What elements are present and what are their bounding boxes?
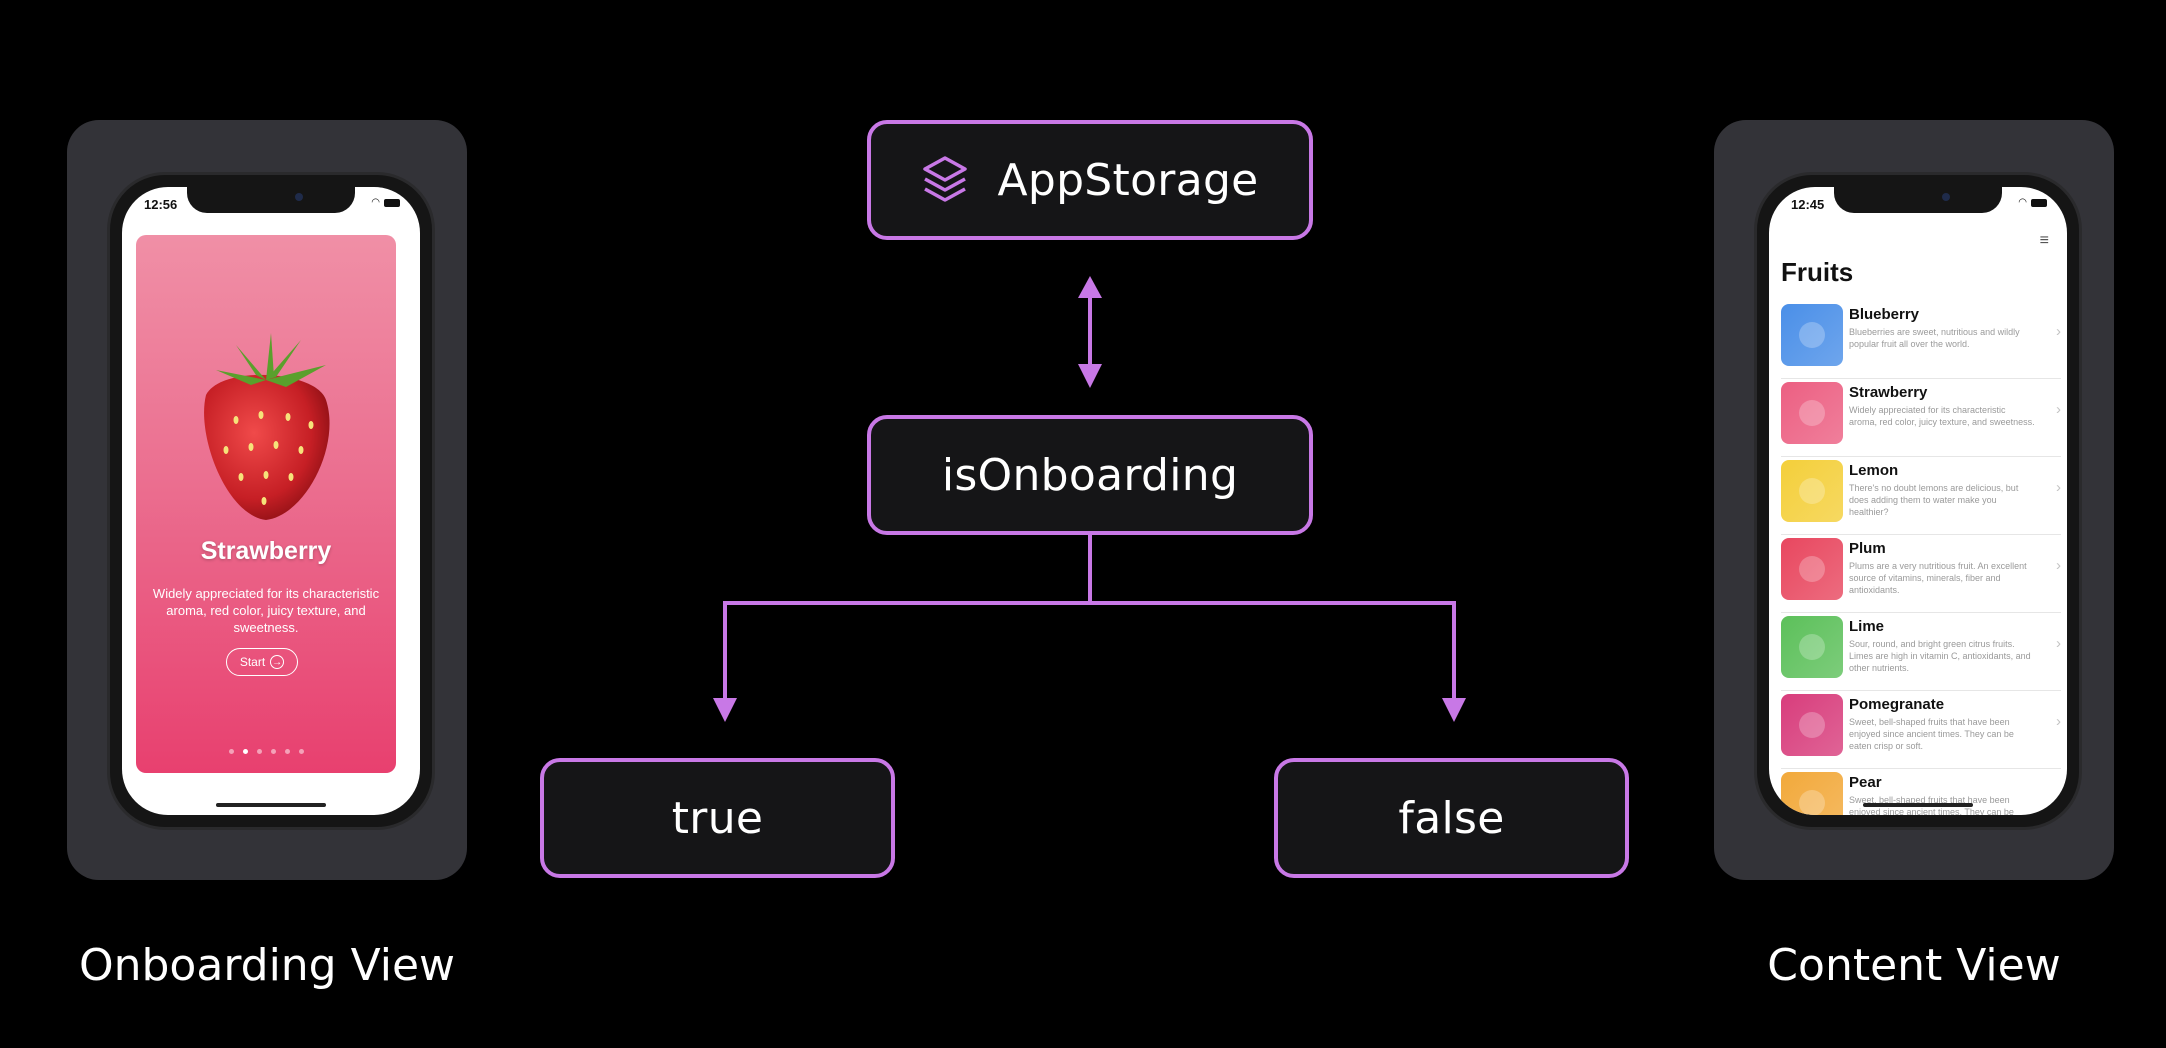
chevron-right-icon: › [2056,791,2061,808]
fruit-thumbnail [1781,538,1843,600]
chevron-right-icon: › [2056,401,2061,418]
arrowhead-up [1078,276,1102,298]
onboarding-phone: 12:56 ◠ [107,172,435,830]
fruit-thumbnail [1781,304,1843,366]
start-button[interactable]: Start → [226,648,298,676]
fruit-name: Strawberry [1849,384,1928,401]
home-indicator[interactable] [216,803,326,807]
onboarding-view-panel: 12:56 ◠ [67,120,467,880]
status-icons: ◠ [2018,197,2047,208]
wifi-icon: ◠ [2018,197,2027,208]
arrowhead-false [1442,698,1466,722]
fruit-description: Plums are a very nutritious fruit. An ex… [1849,561,2027,595]
fruit-description: There's no doubt lemons are delicious, b… [1849,483,2019,517]
page-dot[interactable] [270,749,276,754]
chevron-right-icon: › [2056,635,2061,652]
fruit-name: Pomegranate [1849,696,1945,713]
battery-icon [2031,198,2047,207]
false-label: false [1398,792,1505,844]
start-label: Start [239,655,266,669]
arrowhead-down [1078,364,1102,388]
false-node: false [1274,758,1629,878]
appstorage-label: AppStorage [997,154,1259,206]
isonboarding-node: isOnboarding [867,415,1313,535]
menu-icon[interactable]: ≡ [2039,232,2049,249]
fruit-description: Sour, round, and bright green citrus fru… [1849,639,2031,673]
fruit-thumbnail [1781,616,1843,678]
home-indicator[interactable] [1863,803,1973,807]
onboarding-view-caption: Onboarding View [78,940,456,991]
card-description: Widely appreciated for its characteristi… [152,586,380,635]
true-node: true [540,758,895,878]
fruit-name: Blueberry [1849,306,1920,323]
page-dot[interactable] [298,749,304,754]
onboarding-screen: 12:56 ◠ [122,187,420,815]
chevron-right-icon: › [2056,323,2061,340]
fruit-name: Lime [1849,618,1885,635]
list-title: Fruits [1781,257,1854,287]
status-time: 12:45 [1791,197,1825,212]
page-dot[interactable] [228,749,234,754]
strawberry-illustration [204,333,330,520]
fruit-description: Blueberries are sweet, nutritious and wi… [1849,327,2020,349]
content-view-caption: Content View [1767,940,2061,991]
chevron-right-icon: › [2056,557,2061,574]
edge-isonboarding-branches [723,535,1092,700]
appstorage-node: AppStorage [867,120,1313,240]
wifi-icon: ◠ [371,197,380,208]
fruit-name: Lemon [1849,462,1899,479]
phone-notch [187,187,355,213]
onboarding-card[interactable]: Strawberry Widely appreciated for its ch… [136,235,396,773]
layers-icon [923,156,968,202]
fruit-description: Sweet, bell-shaped fruits that have been… [1849,717,2014,751]
battery-icon [384,198,400,207]
fruit-thumbnail [1781,772,1843,815]
arrowhead-true [713,698,737,722]
fruit-thumbnail [1781,460,1843,522]
page-indicator[interactable] [136,749,396,754]
page-dot[interactable] [284,749,290,754]
phone-notch [1834,187,2002,213]
fruit-description: Sweet, bell-shaped fruits that have been… [1849,795,2014,815]
fruit-thumbnail [1781,694,1843,756]
card-title: Strawberry [200,537,332,565]
page-dot[interactable] [256,749,262,754]
status-icons: ◠ [371,197,400,208]
fruit-description: Widely appreciated for its characteristi… [1849,405,2035,427]
fruit-name: Pear [1849,774,1882,791]
chevron-right-icon: › [2056,479,2061,496]
arrow-right-circle-icon: → [270,655,285,669]
chevron-right-icon: › [2056,713,2061,730]
isonboarding-label: isOnboarding [941,449,1239,501]
page-dot[interactable] [242,749,248,754]
true-label: true [671,792,764,844]
edge-isonboarding-false [1090,601,1456,700]
status-time: 12:56 [144,197,178,212]
fruit-thumbnail [1781,382,1843,444]
fruit-name: Plum [1849,540,1886,557]
